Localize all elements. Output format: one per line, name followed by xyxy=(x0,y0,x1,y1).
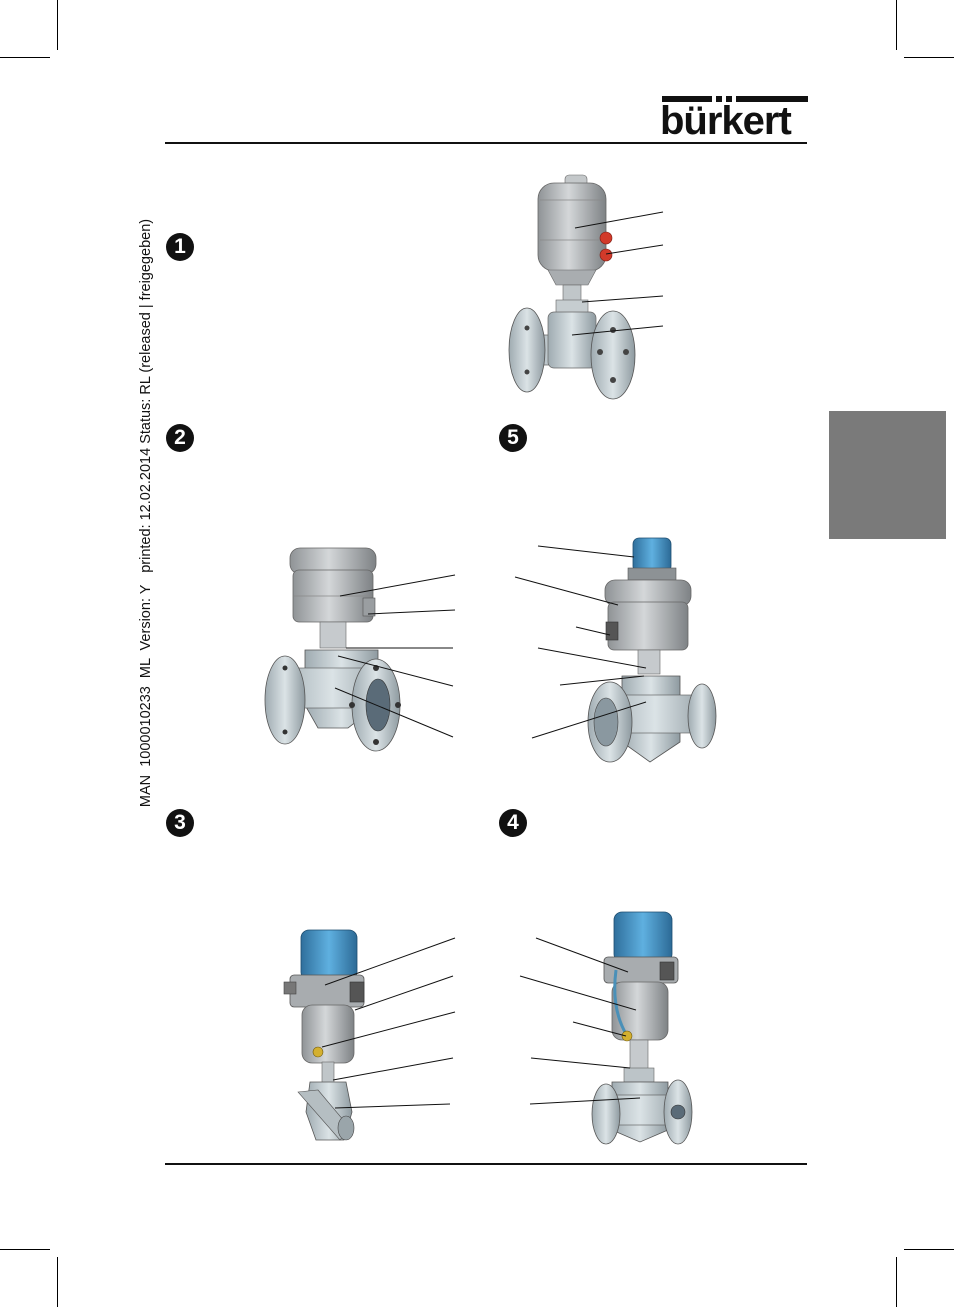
leader-lines-fig3 xyxy=(321,937,456,1109)
diaphragm-valve-pneumatic-actuator-icon xyxy=(508,174,636,400)
marker-1: 1 xyxy=(166,233,194,261)
diaphragm-valve-blue-control-head-icon xyxy=(587,537,717,763)
crop-mark xyxy=(904,1249,954,1250)
leader-lines-fig1 xyxy=(571,211,664,336)
footer-rule xyxy=(165,1163,807,1165)
crop-mark xyxy=(896,0,897,50)
diaphragm-valve-control-head-icon xyxy=(264,547,401,752)
crop-mark xyxy=(57,0,58,50)
header-rule xyxy=(165,142,807,144)
marker-5: 5 xyxy=(499,424,527,452)
globe-valve-positioner-icon xyxy=(591,911,693,1145)
crop-mark xyxy=(57,1257,58,1307)
logo-bars xyxy=(662,96,808,103)
crop-mark xyxy=(904,57,954,58)
crop-mark xyxy=(0,1249,50,1250)
crop-mark xyxy=(896,1257,897,1307)
burkert-logo: bürkert xyxy=(660,96,808,143)
leader-lines-fig4 xyxy=(519,937,641,1105)
leader-lines-fig5 xyxy=(514,545,647,739)
brand-wordmark: bürkert xyxy=(660,99,792,143)
marker-4: 4 xyxy=(499,809,527,837)
chapter-tab xyxy=(829,411,946,539)
marker-3: 3 xyxy=(166,809,194,837)
angle-seat-valve-positioner-icon xyxy=(283,929,365,1141)
marker-2: 2 xyxy=(166,424,194,452)
leader-lines-fig2 xyxy=(334,574,456,738)
crop-mark xyxy=(0,57,50,58)
